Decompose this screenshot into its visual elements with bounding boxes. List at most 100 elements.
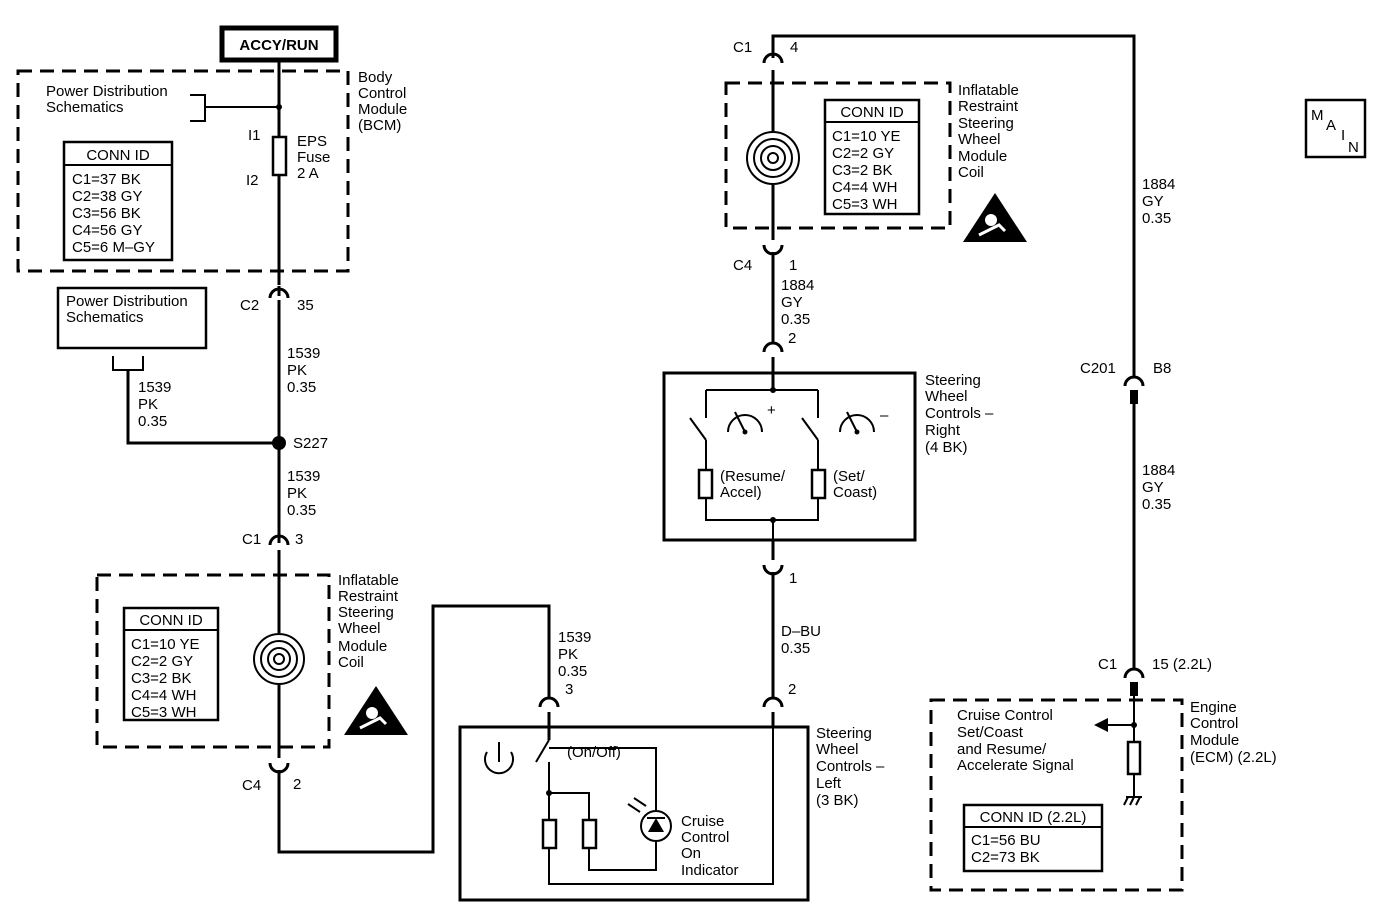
ecm-signal-4: Accelerate Signal <box>957 757 1074 774</box>
c201-name: C201 <box>1080 360 1116 377</box>
fuse-label-1: EPS <box>297 133 327 150</box>
ecm-l3: Module <box>1190 732 1239 749</box>
swc-right-l5: (4 BK) <box>925 439 968 456</box>
swc-left-l4: Left <box>816 775 842 792</box>
swc-right-r1a: (Resume/ <box>720 468 786 485</box>
swc-left-ind-2: Control <box>681 829 729 846</box>
ecm-signal-2: Set/Coast <box>957 724 1024 741</box>
swc-right-pin1: 1 <box>789 570 797 587</box>
w-dbu-g: 0.35 <box>781 640 810 657</box>
w1539-mid-col: PK <box>558 646 578 663</box>
coil-left-l4: Wheel <box>338 620 381 637</box>
eps-fuse-symbol <box>271 135 288 177</box>
w1539-up-col: PK <box>287 362 307 379</box>
wire-1884-top <box>762 34 1136 376</box>
w1884-low-c: 1884 <box>1142 462 1175 479</box>
swc-right-r2a: (Set/ <box>833 468 866 485</box>
c1-top-name: C1 <box>733 39 752 56</box>
coil-left-conn-3: C3=2 BK <box>131 670 191 687</box>
bcm-label-1: Body <box>358 69 393 86</box>
w1539-mid-g: 0.35 <box>558 663 587 680</box>
bcm-label-3: Module <box>358 101 407 118</box>
swc-right-resistor-set <box>810 468 827 500</box>
splice-label: S227 <box>293 435 328 452</box>
c1-left-pin: 3 <box>295 531 303 548</box>
swc-left-l5: (3 BK) <box>816 792 859 809</box>
coil-right-l3: Steering <box>958 115 1014 132</box>
bcm-conn-id-box <box>62 140 174 262</box>
ecm-conn-id-box <box>962 803 1104 873</box>
c2-name: C2 <box>240 297 259 314</box>
w-dbu-col: D–BU <box>781 623 821 640</box>
w1884-mid-c: 1884 <box>781 277 814 294</box>
coil-right-conn-1: C1=10 YE <box>832 128 901 145</box>
power-button-icon <box>484 742 514 775</box>
w1539-up-c: 1539 <box>287 345 320 362</box>
coil-left-conn-box <box>122 606 220 722</box>
bcm-conn-1: C1=37 BK <box>72 171 141 188</box>
speedometer-minus-icon <box>839 411 875 435</box>
coil-left-conn-4: C4=4 WH <box>131 687 196 704</box>
swc-left-resistor-1 <box>541 818 558 850</box>
coil-right-l1: Inflatable <box>958 82 1019 99</box>
w1884-top-g: 0.35 <box>1142 210 1171 227</box>
coil-right-conn-4: C4=4 WH <box>832 179 897 196</box>
c4-right-pin: 1 <box>789 257 797 274</box>
swc-left-pin2: 2 <box>788 681 796 698</box>
swc-left-box <box>458 725 810 902</box>
main-badge-n: N <box>1348 139 1359 156</box>
ecm-signal-1: Cruise Control <box>957 707 1053 724</box>
w1884-low-col: GY <box>1142 479 1164 496</box>
bcm-conn-title: CONN ID <box>86 147 150 164</box>
coil-right-conn-2: C2=2 GY <box>832 145 894 162</box>
main-badge-m: M <box>1311 107 1324 124</box>
coil-right-l6: Coil <box>958 164 984 181</box>
wire-1539-to-onoff <box>268 604 551 854</box>
w1539-left-col: PK <box>138 396 158 413</box>
c201-pin: B8 <box>1153 360 1171 377</box>
w1884-mid-g: 0.35 <box>781 311 810 328</box>
ecm-l2: Control <box>1190 715 1238 732</box>
pds-box-2: Schematics <box>66 309 144 326</box>
fuse-in-label: I1 <box>248 127 261 144</box>
coil-right-l4: Wheel <box>958 131 1001 148</box>
swc-left-l3: Controls – <box>816 758 885 775</box>
w1884-top-c: 1884 <box>1142 176 1175 193</box>
coil-right-l5: Module <box>958 148 1007 165</box>
coil-left-l3: Steering <box>338 604 394 621</box>
c1-left-connector <box>268 534 290 575</box>
wire-1539-pds <box>126 370 279 445</box>
swc-left-ind-1: Cruise <box>681 813 724 830</box>
wire-d-bu <box>762 540 784 698</box>
c4-left-name: C4 <box>242 777 261 794</box>
c4-left-pin: 2 <box>293 776 301 793</box>
bcm-conn-3: C3=56 BK <box>72 205 141 222</box>
splice-s227 <box>272 436 286 450</box>
coil-right-conn-3: C3=2 BK <box>832 162 892 179</box>
w1884-low-g: 0.35 <box>1142 496 1171 513</box>
ecm-conn-2: C2=73 BK <box>971 849 1040 866</box>
fuse-label-3: 2 A <box>297 165 319 182</box>
swc-left-ind-4: Indicator <box>681 862 739 879</box>
swc-right-l4: Right <box>925 422 961 439</box>
coil-left-l5: Module <box>338 638 387 655</box>
coil-right-conn-5: C5=3 WH <box>832 196 897 213</box>
coil-left-l6: Coil <box>338 654 364 671</box>
coil-left-conn-1: C1=10 YE <box>131 636 200 653</box>
swc-right-switch-network <box>689 389 819 540</box>
accy-run-label: ACCY/RUN <box>239 37 318 54</box>
bcm-label-2: Control <box>358 85 406 102</box>
ecm-conn-1: C1=56 BU <box>971 832 1041 849</box>
swc-right-r2b: Coast) <box>833 484 877 501</box>
c1-ecm-pin: 15 (2.2L) <box>1152 656 1212 673</box>
c2-pin: 35 <box>297 297 314 314</box>
swc-left-pin3-connector <box>538 696 560 740</box>
airbag-warning-right-icon <box>963 193 1027 242</box>
coil-left-conn-2: C2=2 GY <box>131 653 193 670</box>
swc-left-resistor-2 <box>581 818 598 850</box>
swc-left-onoff: (On/Off) <box>567 744 621 761</box>
bcm-conn-4: C4=56 GY <box>72 222 142 239</box>
swc-right-resistor-resume <box>697 468 714 500</box>
swc-right-l2: Wheel <box>925 388 968 405</box>
bcm-pds-2: Schematics <box>46 99 124 116</box>
